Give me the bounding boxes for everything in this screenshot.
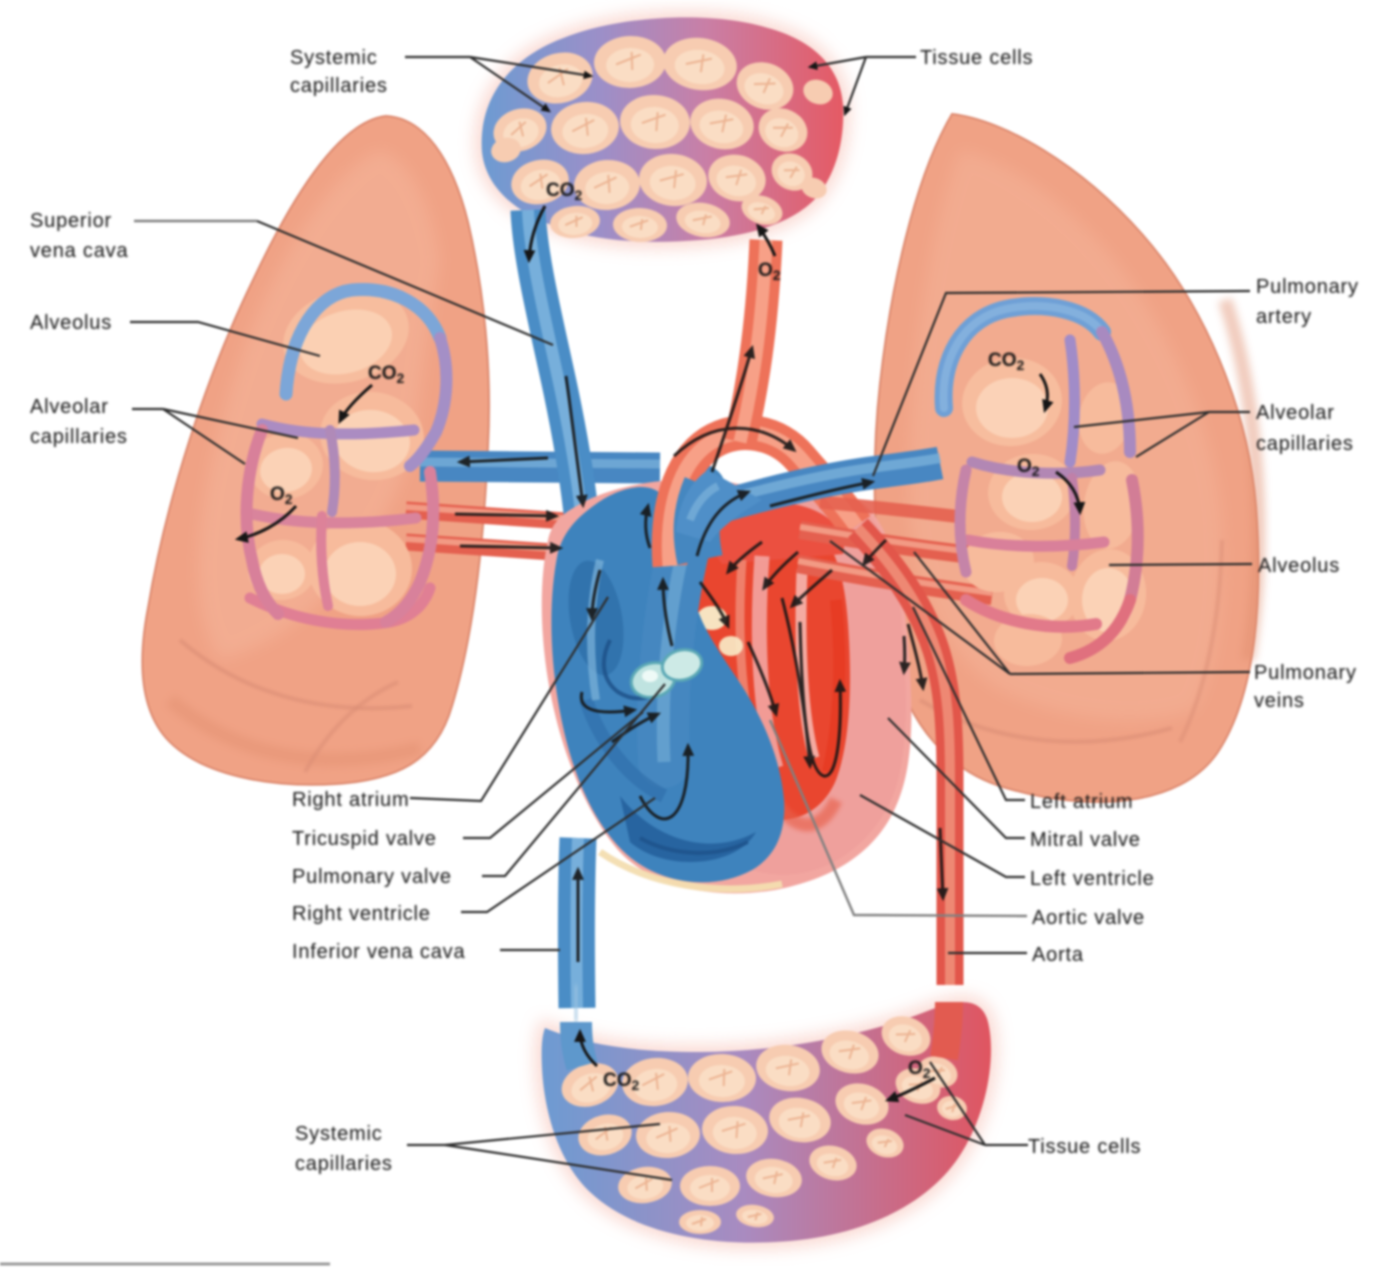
svg-text:Systemic: Systemic	[295, 1123, 383, 1145]
svg-text:Right ventricle: Right ventricle	[292, 903, 431, 925]
svg-text:Right atrium: Right atrium	[292, 789, 409, 811]
svg-text:Tricuspid valve: Tricuspid valve	[292, 828, 437, 850]
svg-text:capillaries: capillaries	[295, 1153, 393, 1175]
svg-text:Alveolar: Alveolar	[30, 396, 109, 418]
svg-text:Alveolus: Alveolus	[30, 312, 112, 334]
svg-text:capillaries: capillaries	[290, 75, 388, 97]
svg-text:Inferior vena cava: Inferior vena cava	[292, 941, 465, 963]
svg-text:Tissue cells: Tissue cells	[920, 47, 1033, 69]
svg-text:CO2: CO2	[546, 180, 583, 203]
svg-text:CO2: CO2	[603, 1070, 640, 1093]
svg-text:Left atrium: Left atrium	[1030, 791, 1133, 813]
svg-text:CO2: CO2	[988, 350, 1025, 373]
svg-text:Alveolus: Alveolus	[1258, 555, 1340, 577]
svg-text:Aorta: Aorta	[1032, 944, 1084, 966]
svg-text:CO2: CO2	[368, 363, 405, 386]
svg-text:Pulmonary: Pulmonary	[1254, 662, 1357, 684]
svg-text:capillaries: capillaries	[1256, 433, 1354, 455]
svg-text:Mitral valve: Mitral valve	[1030, 829, 1141, 851]
svg-text:Systemic: Systemic	[290, 47, 378, 69]
svg-text:vena cava: vena cava	[30, 240, 128, 262]
svg-text:Superior: Superior	[30, 210, 112, 232]
svg-text:Tissue cells: Tissue cells	[1028, 1136, 1141, 1158]
svg-text:Left ventricle: Left ventricle	[1030, 868, 1155, 890]
svg-text:veins: veins	[1254, 690, 1305, 712]
svg-text:Pulmonary valve: Pulmonary valve	[292, 866, 452, 888]
svg-text:Aortic valve: Aortic valve	[1032, 907, 1145, 929]
svg-text:capillaries: capillaries	[30, 426, 128, 448]
svg-text:Alveolar: Alveolar	[1256, 402, 1335, 424]
svg-text:artery: artery	[1256, 306, 1312, 328]
svg-text:Pulmonary: Pulmonary	[1256, 276, 1359, 298]
